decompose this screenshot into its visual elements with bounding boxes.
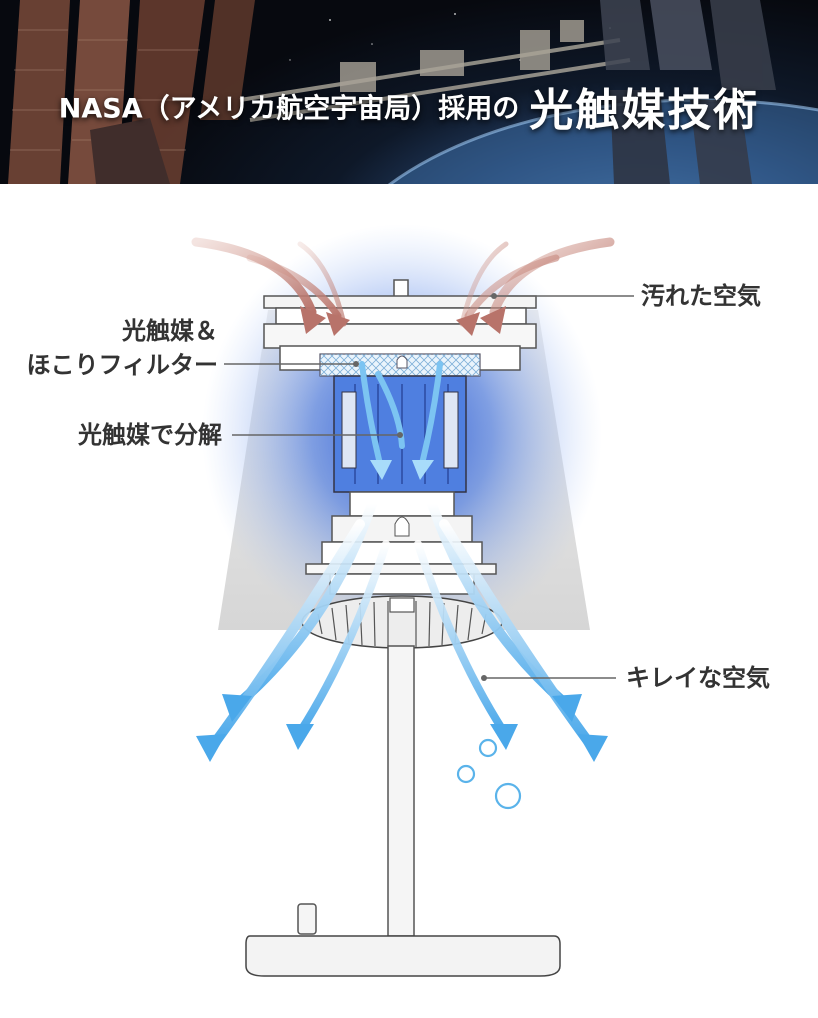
dirty-air-label: 汚れた空気 <box>641 282 761 310</box>
clean-air-bubbles <box>456 738 522 810</box>
purifier-diagram: 汚れた空気 光触媒＆ ほこりフィルター 光触媒で分解 キレイな空気 <box>0 184 818 1018</box>
internal-flow-arrows <box>359 361 443 467</box>
filter-label-line1: 光触媒＆ <box>122 317 218 345</box>
filter-label-line2: ほこりフィルター <box>26 351 218 379</box>
clean-air-arrows <box>209 499 595 749</box>
dirty-air-arrows <box>191 237 615 327</box>
space-station-banner: NASA（アメリカ航空宇宙局）採用の光触媒技術 <box>0 0 818 184</box>
banner-title-main: 光触媒技術 <box>529 85 760 136</box>
banner-title: NASA（アメリカ航空宇宙局）採用の光触媒技術 <box>0 74 818 138</box>
space-station-illustration <box>8 0 818 184</box>
stand-pole <box>387 645 415 937</box>
purifier-illustration <box>191 224 634 977</box>
decompose-label: 光触媒で分解 <box>78 421 222 449</box>
power-knob <box>297 903 317 935</box>
clean-air-label: キレイな空気 <box>626 664 770 692</box>
banner-title-prefix: NASA（アメリカ航空宇宙局）採用の <box>58 93 520 125</box>
stand-base <box>245 935 561 977</box>
